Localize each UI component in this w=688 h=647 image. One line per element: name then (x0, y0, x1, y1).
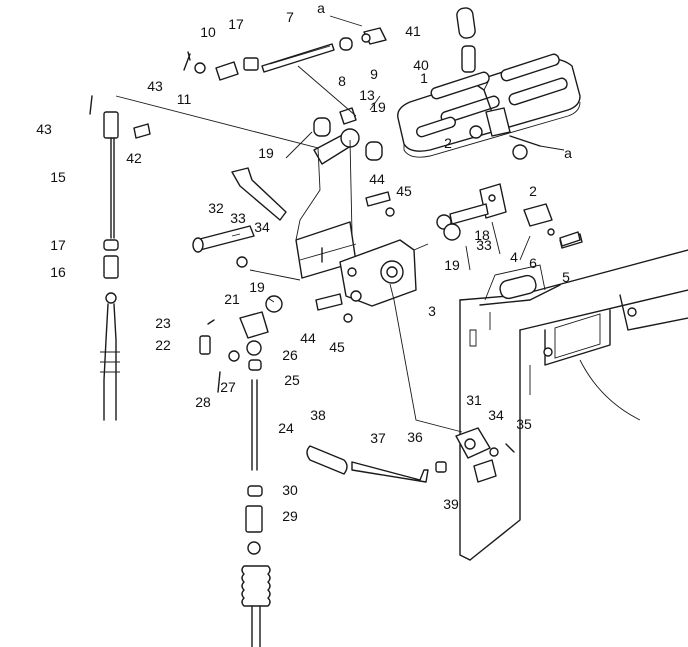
nut-25 (248, 359, 262, 371)
lever-assembly-top (456, 7, 541, 160)
part-label-p45a: 45 (396, 183, 412, 199)
part-label-p19c: 19 (444, 257, 460, 273)
part-label-p34b: 34 (488, 407, 504, 423)
part-label-p43a: 43 (147, 78, 163, 94)
rod-15-assembly (100, 111, 120, 421)
bushing-19-b (365, 141, 383, 161)
part-label-p31: 31 (466, 392, 482, 408)
part-label-p32: 32 (208, 200, 224, 216)
part-label-p5: 5 (562, 269, 570, 285)
bolt-10 (215, 61, 239, 81)
grip-38 (306, 445, 348, 475)
part-label-p22: 22 (155, 337, 171, 353)
part-label-p11: 11 (177, 91, 192, 107)
part-label-p28: 28 (195, 394, 211, 410)
bushing-19-c (443, 223, 461, 241)
part-label-p6: 6 (529, 255, 537, 271)
part-label-p39: 39 (443, 496, 459, 512)
part-label-p3: 3 (428, 303, 436, 319)
part-label-p41: 41 (405, 23, 421, 39)
part-label-p4: 4 (510, 249, 518, 265)
part-label-p19d: 19 (249, 279, 265, 295)
nut-17-left (103, 239, 119, 251)
bolt-39 (473, 459, 497, 483)
part-label-p34a: 34 (254, 219, 270, 235)
knob-40 (461, 45, 476, 73)
part-label-p33b: 33 (476, 237, 492, 253)
bolt-42 (133, 123, 151, 139)
link-arm-13 (313, 107, 383, 165)
joint-26 (246, 340, 262, 356)
bolts-washers (89, 51, 581, 323)
part-label-p44a: 44 (369, 171, 385, 187)
rod-37 (351, 461, 429, 483)
washer-34 (236, 256, 248, 268)
lower-handle-assembly (306, 427, 515, 483)
nut-8 (339, 37, 353, 51)
part-label-p29: 29 (282, 508, 298, 524)
clevis-top (103, 111, 119, 139)
part-label-p8: 8 (338, 73, 346, 89)
rod-24-assembly (199, 311, 271, 647)
part-label-p17b: 17 (50, 237, 66, 253)
part-label-p19b: 19 (258, 145, 274, 161)
part-label-p30: 30 (282, 482, 298, 498)
part-label-p9: 9 (370, 66, 378, 82)
part-label-p2a: 2 (444, 135, 452, 151)
part-label-p2b: 2 (529, 183, 537, 199)
part-label-p35: 35 (516, 416, 532, 432)
part-label-p24: 24 (278, 420, 294, 436)
part-label-p17a: 17 (228, 16, 244, 32)
part-label-p45b: 45 (329, 339, 345, 355)
part-label-p21: 21 (224, 291, 240, 307)
nut-30 (247, 485, 263, 497)
part-label-p7: 7 (286, 9, 294, 25)
part-label-p25: 25 (284, 372, 300, 388)
part-label-p43b: 43 (36, 121, 52, 137)
nut-17-top (243, 57, 259, 71)
leader-lines (115, 15, 565, 433)
part-label-p27: 27 (220, 379, 236, 395)
washer-34-b (489, 447, 499, 457)
part-label-p18: 18 (474, 227, 490, 243)
part-label-p40: 40 (413, 57, 429, 73)
bushing-19-d (265, 295, 283, 313)
part-label-p37: 37 (370, 430, 386, 446)
nut-36 (435, 461, 447, 473)
part-label-pa1: a (317, 0, 325, 16)
bushing-19-a (313, 117, 331, 137)
bushing-2 (512, 144, 528, 160)
pivot-21 (239, 311, 269, 339)
part-label-p1: 1 (420, 70, 428, 86)
l-lever (231, 167, 461, 313)
part-label-pa2: a (564, 145, 572, 161)
part-label-p42: 42 (126, 150, 142, 166)
part-label-p44b: 44 (300, 330, 316, 346)
part-label-p16: 16 (50, 264, 66, 280)
adjusting-rod-7 (183, 27, 387, 81)
bolt-22 (199, 335, 211, 355)
part-label-p23: 23 (155, 315, 171, 331)
main-bracket-3 (295, 221, 429, 307)
part-label-p13: 13 (359, 87, 375, 103)
machine-body (459, 249, 688, 561)
sleeve-29 (245, 505, 263, 533)
part-label-p36: 36 (407, 429, 423, 445)
boot (241, 565, 271, 607)
sleeve-16 (103, 255, 119, 279)
part-label-p26: 26 (282, 347, 298, 363)
part-label-p33a: 33 (230, 210, 246, 226)
part-label-p38: 38 (310, 407, 326, 423)
nut-11 (194, 62, 206, 74)
shaft-32 (192, 225, 255, 268)
part-label-p15: 15 (50, 169, 66, 185)
grip-41 (456, 7, 476, 39)
part-label-p10: 10 (200, 24, 216, 40)
nut-27 (228, 350, 240, 362)
lever-block-1 (485, 107, 511, 137)
part-label-p19a: 19 (370, 99, 386, 115)
